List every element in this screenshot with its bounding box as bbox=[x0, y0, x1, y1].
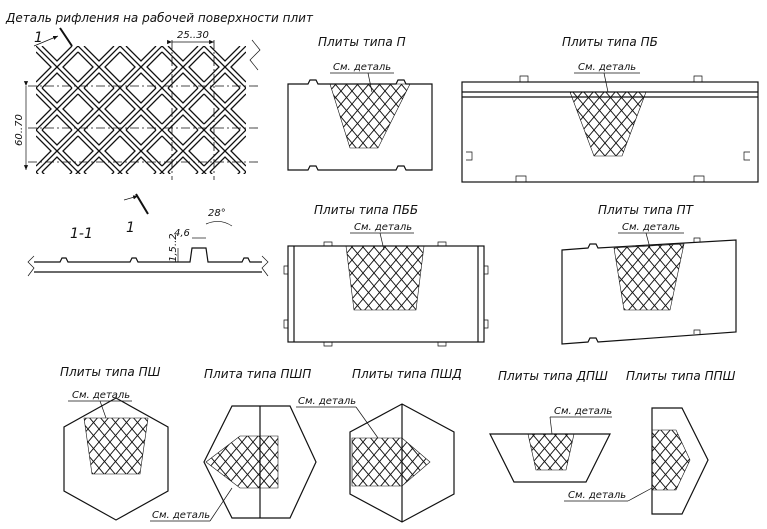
plate-p-mesh bbox=[329, 83, 411, 149]
plate-psh-leader bbox=[99, 400, 107, 419]
plate-dpsh-title: Плиты типа ДПШ bbox=[498, 369, 608, 383]
plate-p: Плиты типа П См. деталь bbox=[287, 35, 433, 171]
section-arrow-top bbox=[33, 35, 59, 47]
plate-ppsh: Плиты типа ППШ См. деталь bbox=[564, 369, 736, 515]
plate-pshd-title: Плиты типа ПШД bbox=[352, 367, 462, 381]
plate-pt-mesh bbox=[613, 243, 685, 311]
dim-arc-rib-angle bbox=[205, 221, 233, 227]
section-profile-top bbox=[34, 247, 262, 263]
plate-ppsh-leader bbox=[627, 487, 653, 502]
section-break-right bbox=[261, 255, 269, 277]
plate-pb-title: Плиты типа ПБ bbox=[562, 35, 658, 49]
ribbing-rhomb-field bbox=[36, 46, 246, 174]
plate-pb-mesh bbox=[569, 91, 647, 157]
plate-pt-lugs bbox=[693, 237, 701, 334]
section-cut-mark-top bbox=[59, 27, 73, 47]
detail-title: Деталь рифления на рабочей поверхности п… bbox=[5, 11, 314, 25]
plate-pt-callout: См. деталь bbox=[622, 222, 680, 233]
plate-pshd-mesh bbox=[351, 437, 431, 487]
plate-dpsh-leader bbox=[549, 416, 553, 435]
plate-pb-outline bbox=[461, 81, 759, 183]
plate-pshp: Плита типа ПШП См. деталь bbox=[150, 367, 317, 522]
plate-pt-title: Плиты типа ПТ bbox=[598, 203, 695, 217]
plate-dpsh-mesh bbox=[527, 433, 575, 471]
ribbing-detail: Деталь рифления на рабочей поверхности п… bbox=[5, 11, 314, 236]
section-label-bottom: 1 bbox=[126, 220, 135, 236]
plate-pbb-lugs bbox=[283, 265, 489, 329]
plate-psh-mesh bbox=[83, 417, 149, 475]
plate-pshp-title: Плита типа ПШП bbox=[204, 367, 311, 381]
plate-pshp-mesh bbox=[205, 435, 279, 489]
plate-pshp-leader bbox=[209, 487, 233, 522]
section-arrow-bottom bbox=[123, 195, 139, 201]
plate-dpsh-callout: См. деталь bbox=[554, 406, 612, 417]
dim-rhomb-height: 60..70 bbox=[14, 114, 25, 146]
plate-ppsh-mesh bbox=[651, 429, 691, 491]
plate-pbb-leader bbox=[379, 232, 385, 251]
plate-p-title: Плиты типа П bbox=[318, 35, 406, 49]
plate-pshd-callout: См. деталь bbox=[298, 396, 356, 407]
plate-p-outline bbox=[287, 79, 433, 171]
plate-pb-lugs-side bbox=[466, 151, 750, 161]
plate-p-callout: См. деталь bbox=[333, 62, 391, 73]
plate-ppsh-callout: См. деталь bbox=[568, 490, 626, 501]
plate-pbb-title: Плиты типа ПББ bbox=[314, 203, 418, 217]
plate-pbb: Плиты типа ПББ См. деталь bbox=[283, 203, 489, 347]
dim-rib-angle: 28° bbox=[208, 208, 226, 219]
plate-pbb-end-lugs bbox=[323, 241, 447, 347]
plate-psh-outline bbox=[63, 397, 169, 521]
section-label-top: 1 bbox=[34, 30, 43, 46]
section-cut-mark-bottom bbox=[135, 193, 149, 215]
plate-pb-leader bbox=[603, 72, 609, 93]
plate-pt: Плиты типа ПТ См. деталь bbox=[561, 203, 737, 345]
plate-pshp-callout: См. деталь bbox=[152, 510, 210, 521]
plate-pb-callout: См. деталь bbox=[578, 62, 636, 73]
section-1-1: 1-1 1,5..2 4,6 28° bbox=[27, 208, 269, 277]
plate-ppsh-title: Плиты типа ППШ bbox=[626, 369, 736, 383]
plate-pb-lugs-top bbox=[519, 75, 703, 82]
plate-psh: Плиты типа ПШ См. деталь bbox=[60, 365, 169, 521]
dim-rib-pitch: 25..30 bbox=[177, 30, 209, 41]
plate-pshd: Плиты типа ПШД См. деталь bbox=[296, 367, 462, 523]
plate-pshp-outline bbox=[203, 405, 317, 519]
plate-psh-title: Плиты типа ПШ bbox=[60, 365, 161, 379]
plate-pbb-mesh bbox=[345, 245, 425, 311]
plate-pshd-leader bbox=[355, 406, 379, 439]
plate-dpsh: Плиты типа ДПШ См. деталь bbox=[489, 369, 612, 483]
plate-psh-callout: См. деталь bbox=[72, 390, 130, 401]
dim-rib-height: 1,5..2 bbox=[168, 233, 179, 262]
section-break-left bbox=[27, 255, 35, 277]
plate-ppsh-outline bbox=[651, 407, 709, 515]
section-title: 1-1 bbox=[70, 226, 93, 242]
plate-pb: Плиты типа ПБ См. деталь bbox=[461, 35, 759, 183]
plate-pt-outline bbox=[561, 239, 737, 345]
plate-pt-leader bbox=[645, 232, 651, 249]
break-line-right bbox=[249, 39, 261, 71]
plate-pbb-callout: См. деталь bbox=[354, 222, 412, 233]
dim-rib-width: 4,6 bbox=[174, 228, 190, 239]
plate-p-leader bbox=[367, 72, 373, 93]
plate-pb-lugs-bottom bbox=[515, 175, 705, 182]
